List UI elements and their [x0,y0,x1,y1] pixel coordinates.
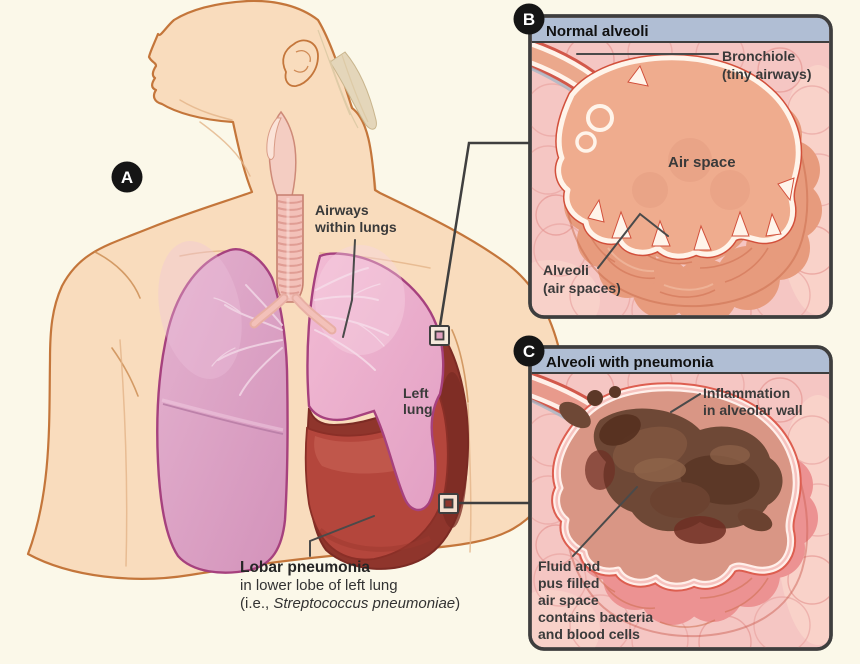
right-lung-vessels [211,284,283,396]
badge-c: C [513,335,545,367]
hair-tuft [329,51,377,130]
alveoli-label-line2: (air spaces) [543,280,621,296]
bronchiole-label-line1: Bronchiole [722,48,795,64]
inflammation-label-line1: Inflammation [703,385,790,401]
body-illustration [26,0,560,580]
fluid-label-line1: Fluid and [538,558,600,574]
badge-c-letter: C [523,342,535,361]
fluid-filled-air-space [551,382,802,592]
airways-label-line1: Airways [315,202,369,218]
alveoli-label-line1: Alveoli [543,262,589,278]
pneumonia-cluster [551,382,818,638]
fluid-label-line2: pus filled [538,575,599,591]
connectors [429,141,531,514]
inflammation-leader-line [670,393,701,413]
fluid-label-line4: contains bacteria [538,609,653,625]
air-space-opening [554,53,803,261]
marker-normal-site [429,325,450,346]
larynx [266,110,297,197]
badge-b-letter: B [523,10,535,29]
inflammation-label-line2: in alveolar wall [703,402,803,418]
right-lung [156,241,289,574]
bronchiole-label-line2: (tiny airways) [722,66,811,82]
panel-c-content [531,348,830,648]
caption-line2: in lower lobe of left lung [240,577,398,594]
air-space-label: Air space [668,154,736,171]
panel-b: Normal alveoli Bronchiole (tiny airways)… [528,14,833,319]
left-lung-label-line2: lung [403,401,433,417]
caption-ie-prefix: (i.e., [240,595,273,612]
panel-a-labels: Airways within lungs Left lung Lobar pne… [240,202,460,612]
alveoli-leader-line [597,212,669,269]
badge-a-letter: A [121,168,133,187]
left-lung-vessels [314,267,389,371]
fluid-label-line5: and blood cells [538,626,640,642]
hair-strands [317,29,369,129]
fluid-leader-line [572,486,638,557]
caption-line3: (i.e., Streptococcus pneumoniae) [240,595,460,612]
ear [282,39,319,87]
lobule-lines [584,224,769,298]
panel-c-header [531,348,830,373]
airways-label-line2: within lungs [314,219,397,235]
left-lung-label-line1: Left [403,385,429,401]
panel-c: Alveoli with pneumonia Inflammation in a… [528,345,833,651]
bronchi [249,293,337,335]
panel-c-title: Alveoli with pneumonia [546,354,714,371]
left-lung [306,245,445,512]
badge-a: A [111,161,143,193]
panel-b-content [531,17,830,316]
alveolar-septa [587,64,795,251]
caption-species: Streptococcus pneumoniae [273,595,455,612]
connector-to-panel-b [438,141,531,327]
panel-b-header [531,17,830,42]
trachea-rings [277,200,303,295]
marker-pneumonia-site [438,493,459,514]
airways-leader-line [342,239,356,338]
badge-b: B [513,3,545,35]
body-detail-lines [94,99,472,567]
panel-b-title: Normal alveoli [546,23,649,40]
caption-leader-line [309,515,375,557]
alveoli-cluster [554,53,822,316]
trachea [276,194,304,303]
exudate-masses [559,386,783,544]
caption-title: Lobar pneumonia [240,559,370,576]
caption-ie-suffix: ) [455,595,460,612]
letter-badges: A B C [111,3,545,367]
fluid-label-line3: air space [538,592,599,608]
